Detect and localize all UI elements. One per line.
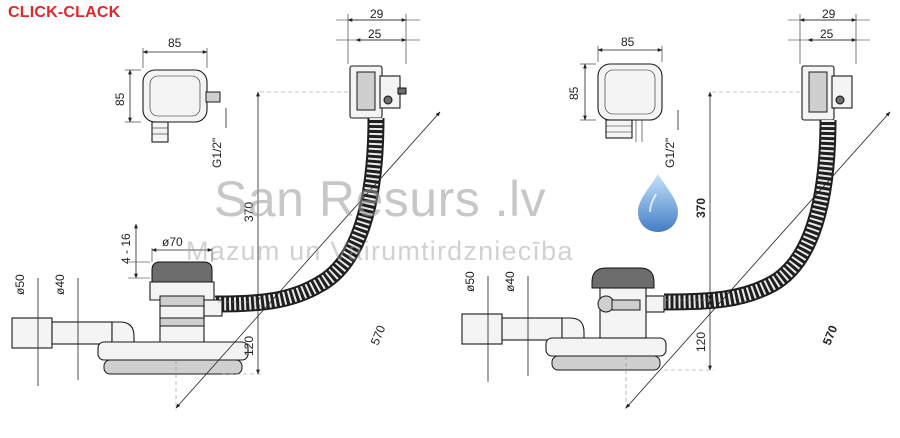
left-drain-height-label: 120 bbox=[242, 336, 256, 356]
water-drop-icon bbox=[638, 174, 678, 232]
right-head-outer-label: 29 bbox=[822, 7, 836, 21]
right-head-inner-label: 25 bbox=[820, 27, 834, 41]
left-valve-width-label: 85 bbox=[168, 36, 182, 50]
watermark-tagline: Mazum un Vairumtirdzniecība bbox=[186, 236, 574, 266]
right-valve bbox=[597, 63, 663, 142]
left-thread-label: G1/2" bbox=[210, 138, 224, 168]
right-valve-width-label: 85 bbox=[621, 35, 635, 49]
left-outlet-inner-label: ø40 bbox=[53, 274, 67, 295]
left-valve bbox=[142, 69, 221, 143]
left-stroke-label: 4 - 16 bbox=[119, 233, 133, 264]
left-cap-diameter-label: ø70 bbox=[162, 235, 183, 249]
left-waste-trap bbox=[11, 317, 249, 375]
right-overflow-head bbox=[801, 65, 853, 121]
right-drain-body bbox=[591, 267, 665, 339]
right-drawing: 85 85 G1/2" 29 25 bbox=[461, 7, 891, 410]
right-outlet-outer-label: ø50 bbox=[463, 271, 477, 292]
left-valve-height-label: 85 bbox=[113, 92, 127, 106]
left-total-length-label: 570 bbox=[368, 323, 389, 347]
left-drain-body bbox=[149, 261, 223, 343]
right-thread-label: G1/2" bbox=[663, 138, 677, 168]
left-outlet-outer-label: ø50 bbox=[13, 274, 27, 295]
right-hose bbox=[663, 119, 837, 311]
watermark-brand: San Resurs .lv bbox=[214, 171, 547, 227]
left-drawing: 85 85 G1/2" 29 25 bbox=[11, 7, 441, 410]
left-head-outer-label: 29 bbox=[370, 7, 384, 21]
right-drain-height-label: 120 bbox=[694, 332, 708, 352]
right-outlet-inner-label: ø40 bbox=[503, 271, 517, 292]
right-total-length-label: 570 bbox=[820, 323, 841, 347]
product-title: CLICK-CLACK bbox=[8, 4, 121, 21]
right-hose-height-label: 370 bbox=[694, 198, 708, 218]
left-overflow-head bbox=[349, 65, 407, 119]
left-head-inner-label: 25 bbox=[368, 27, 382, 41]
right-valve-height-label: 85 bbox=[567, 86, 581, 100]
